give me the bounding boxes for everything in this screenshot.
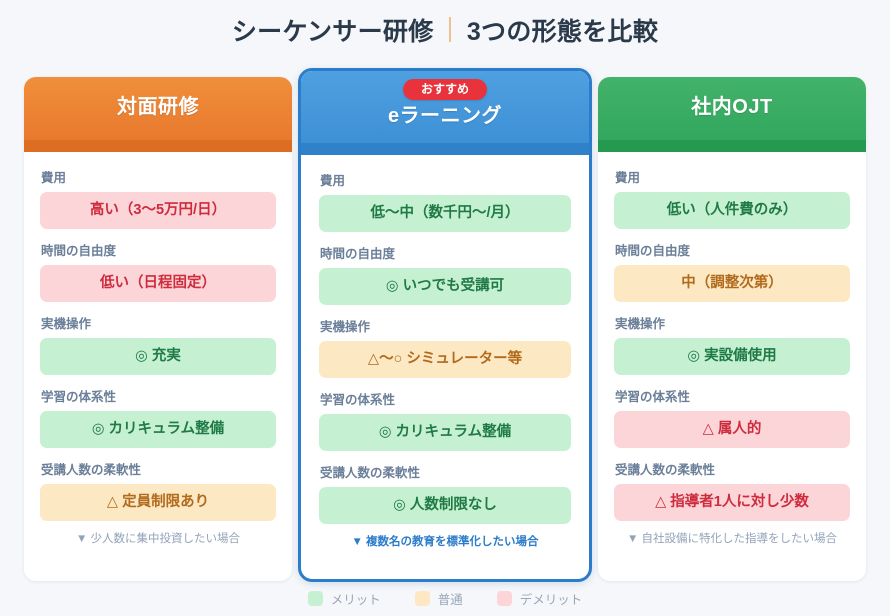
legend-item-merit: メリット [307, 589, 381, 608]
row-label-capacity: 受講人数の柔軟性 [615, 463, 716, 477]
row-value-capacity: ◎ 人数制限なし [319, 487, 571, 524]
card-title: 社内OJT [691, 96, 773, 118]
row-value-hands-on: ◎ 充実 [40, 338, 276, 375]
card-header-taimen-kenshu: 対面研修 [24, 77, 292, 152]
card-footer-note: ▼ 自社設備に特化した指導をしたい場合 [626, 533, 838, 545]
row-label-capacity: 受講人数の柔軟性 [320, 466, 421, 480]
row-value-cost: 低〜中（数千円〜/月） [319, 195, 571, 232]
legend: メリット 普通 デメリット [0, 589, 890, 608]
card-footer-note: ▼ 少人数に集中投資したい場合 [75, 533, 241, 545]
title-divider: ｜ [437, 17, 463, 45]
card-header-shanai-ojt: 社内OJT [598, 77, 866, 152]
row-label-time-flexibility: 時間の自由度 [41, 244, 117, 258]
row-value-cost: 高い（3〜5万円/日） [40, 192, 276, 229]
comparison-card-taimen-kenshu[interactable]: 対面研修 費用 高い（3〜5万円/日） 時間の自由度 低い（日程固定） 実機操作… [24, 77, 292, 581]
row-label-cost: 費用 [320, 174, 346, 188]
header-accent-strip [598, 140, 866, 152]
card-body-shanai-ojt: 費用 低い（人件費のみ） 時間の自由度 中（調整次第） 実機操作 ◎ 実設備使用… [598, 152, 866, 581]
row-value-cost: 低い（人件費のみ） [614, 192, 850, 229]
card-title: eラーニング [387, 105, 503, 127]
page-title: シーケンサー研修｜3つの形態を比較 [0, 12, 890, 48]
row-label-time-flexibility: 時間の自由度 [615, 244, 691, 258]
legend-item-demerit: デメリット [496, 589, 583, 608]
card-footer-note: ▼ 複数名の教育を標準化したい場合 [351, 536, 539, 548]
row-label-curriculum: 学習の体系性 [41, 390, 117, 404]
row-value-hands-on: △〜○ シミュレーター等 [319, 341, 571, 378]
row-value-time-flexibility: 中（調整次第） [614, 265, 850, 302]
row-label-cost: 費用 [615, 171, 641, 185]
legend-swatch-neutral-icon [414, 591, 430, 606]
legend-label: デメリット [519, 593, 583, 607]
row-label-hands-on: 実機操作 [320, 320, 371, 334]
row-value-time-flexibility: ◎ いつでも受講可 [319, 268, 571, 305]
card-body-taimen-kenshu: 費用 高い（3〜5万円/日） 時間の自由度 低い（日程固定） 実機操作 ◎ 充実… [24, 152, 292, 581]
recommended-badge: おすすめ [402, 79, 487, 100]
header-accent-strip [301, 143, 589, 155]
header-accent-strip [24, 140, 292, 152]
legend-label: 普通 [437, 593, 463, 607]
row-label-hands-on: 実機操作 [41, 317, 92, 331]
row-label-curriculum: 学習の体系性 [615, 390, 691, 404]
card-header-e-learning: おすすめ eラーニング [301, 71, 589, 155]
legend-label: メリット [330, 593, 381, 607]
legend-swatch-good-icon [307, 591, 323, 606]
row-label-time-flexibility: 時間の自由度 [320, 247, 396, 261]
row-label-curriculum: 学習の体系性 [320, 393, 396, 407]
row-value-hands-on: ◎ 実設備使用 [614, 338, 850, 375]
row-value-capacity: △ 定員制限あり [40, 484, 276, 521]
row-value-capacity: △ 指導者1人に対し少数 [614, 484, 850, 521]
page-title-main: シーケンサー研修 [231, 18, 434, 46]
legend-item-neutral: 普通 [414, 589, 463, 608]
row-value-time-flexibility: 低い（日程固定） [40, 265, 276, 302]
comparison-card-shanai-ojt[interactable]: 社内OJT 費用 低い（人件費のみ） 時間の自由度 中（調整次第） 実機操作 ◎… [598, 77, 866, 581]
row-label-hands-on: 実機操作 [615, 317, 666, 331]
page-title-sub: 3つの形態を比較 [466, 18, 659, 46]
legend-swatch-bad-icon [496, 591, 512, 606]
card-title: 対面研修 [117, 96, 199, 118]
row-label-cost: 費用 [41, 171, 67, 185]
row-value-curriculum: ◎ カリキュラム整備 [319, 414, 571, 451]
row-label-capacity: 受講人数の柔軟性 [41, 463, 142, 477]
row-value-curriculum: ◎ カリキュラム整備 [40, 411, 276, 448]
comparison-card-e-learning[interactable]: おすすめ eラーニング 費用 低〜中（数千円〜/月） 時間の自由度 ◎ いつでも… [298, 68, 592, 582]
card-grid: 対面研修 費用 高い（3〜5万円/日） 時間の自由度 低い（日程固定） 実機操作… [24, 68, 866, 584]
row-value-curriculum: △ 属人的 [614, 411, 850, 448]
card-body-e-learning: 費用 低〜中（数千円〜/月） 時間の自由度 ◎ いつでも受講可 実機操作 △〜○… [301, 155, 589, 579]
